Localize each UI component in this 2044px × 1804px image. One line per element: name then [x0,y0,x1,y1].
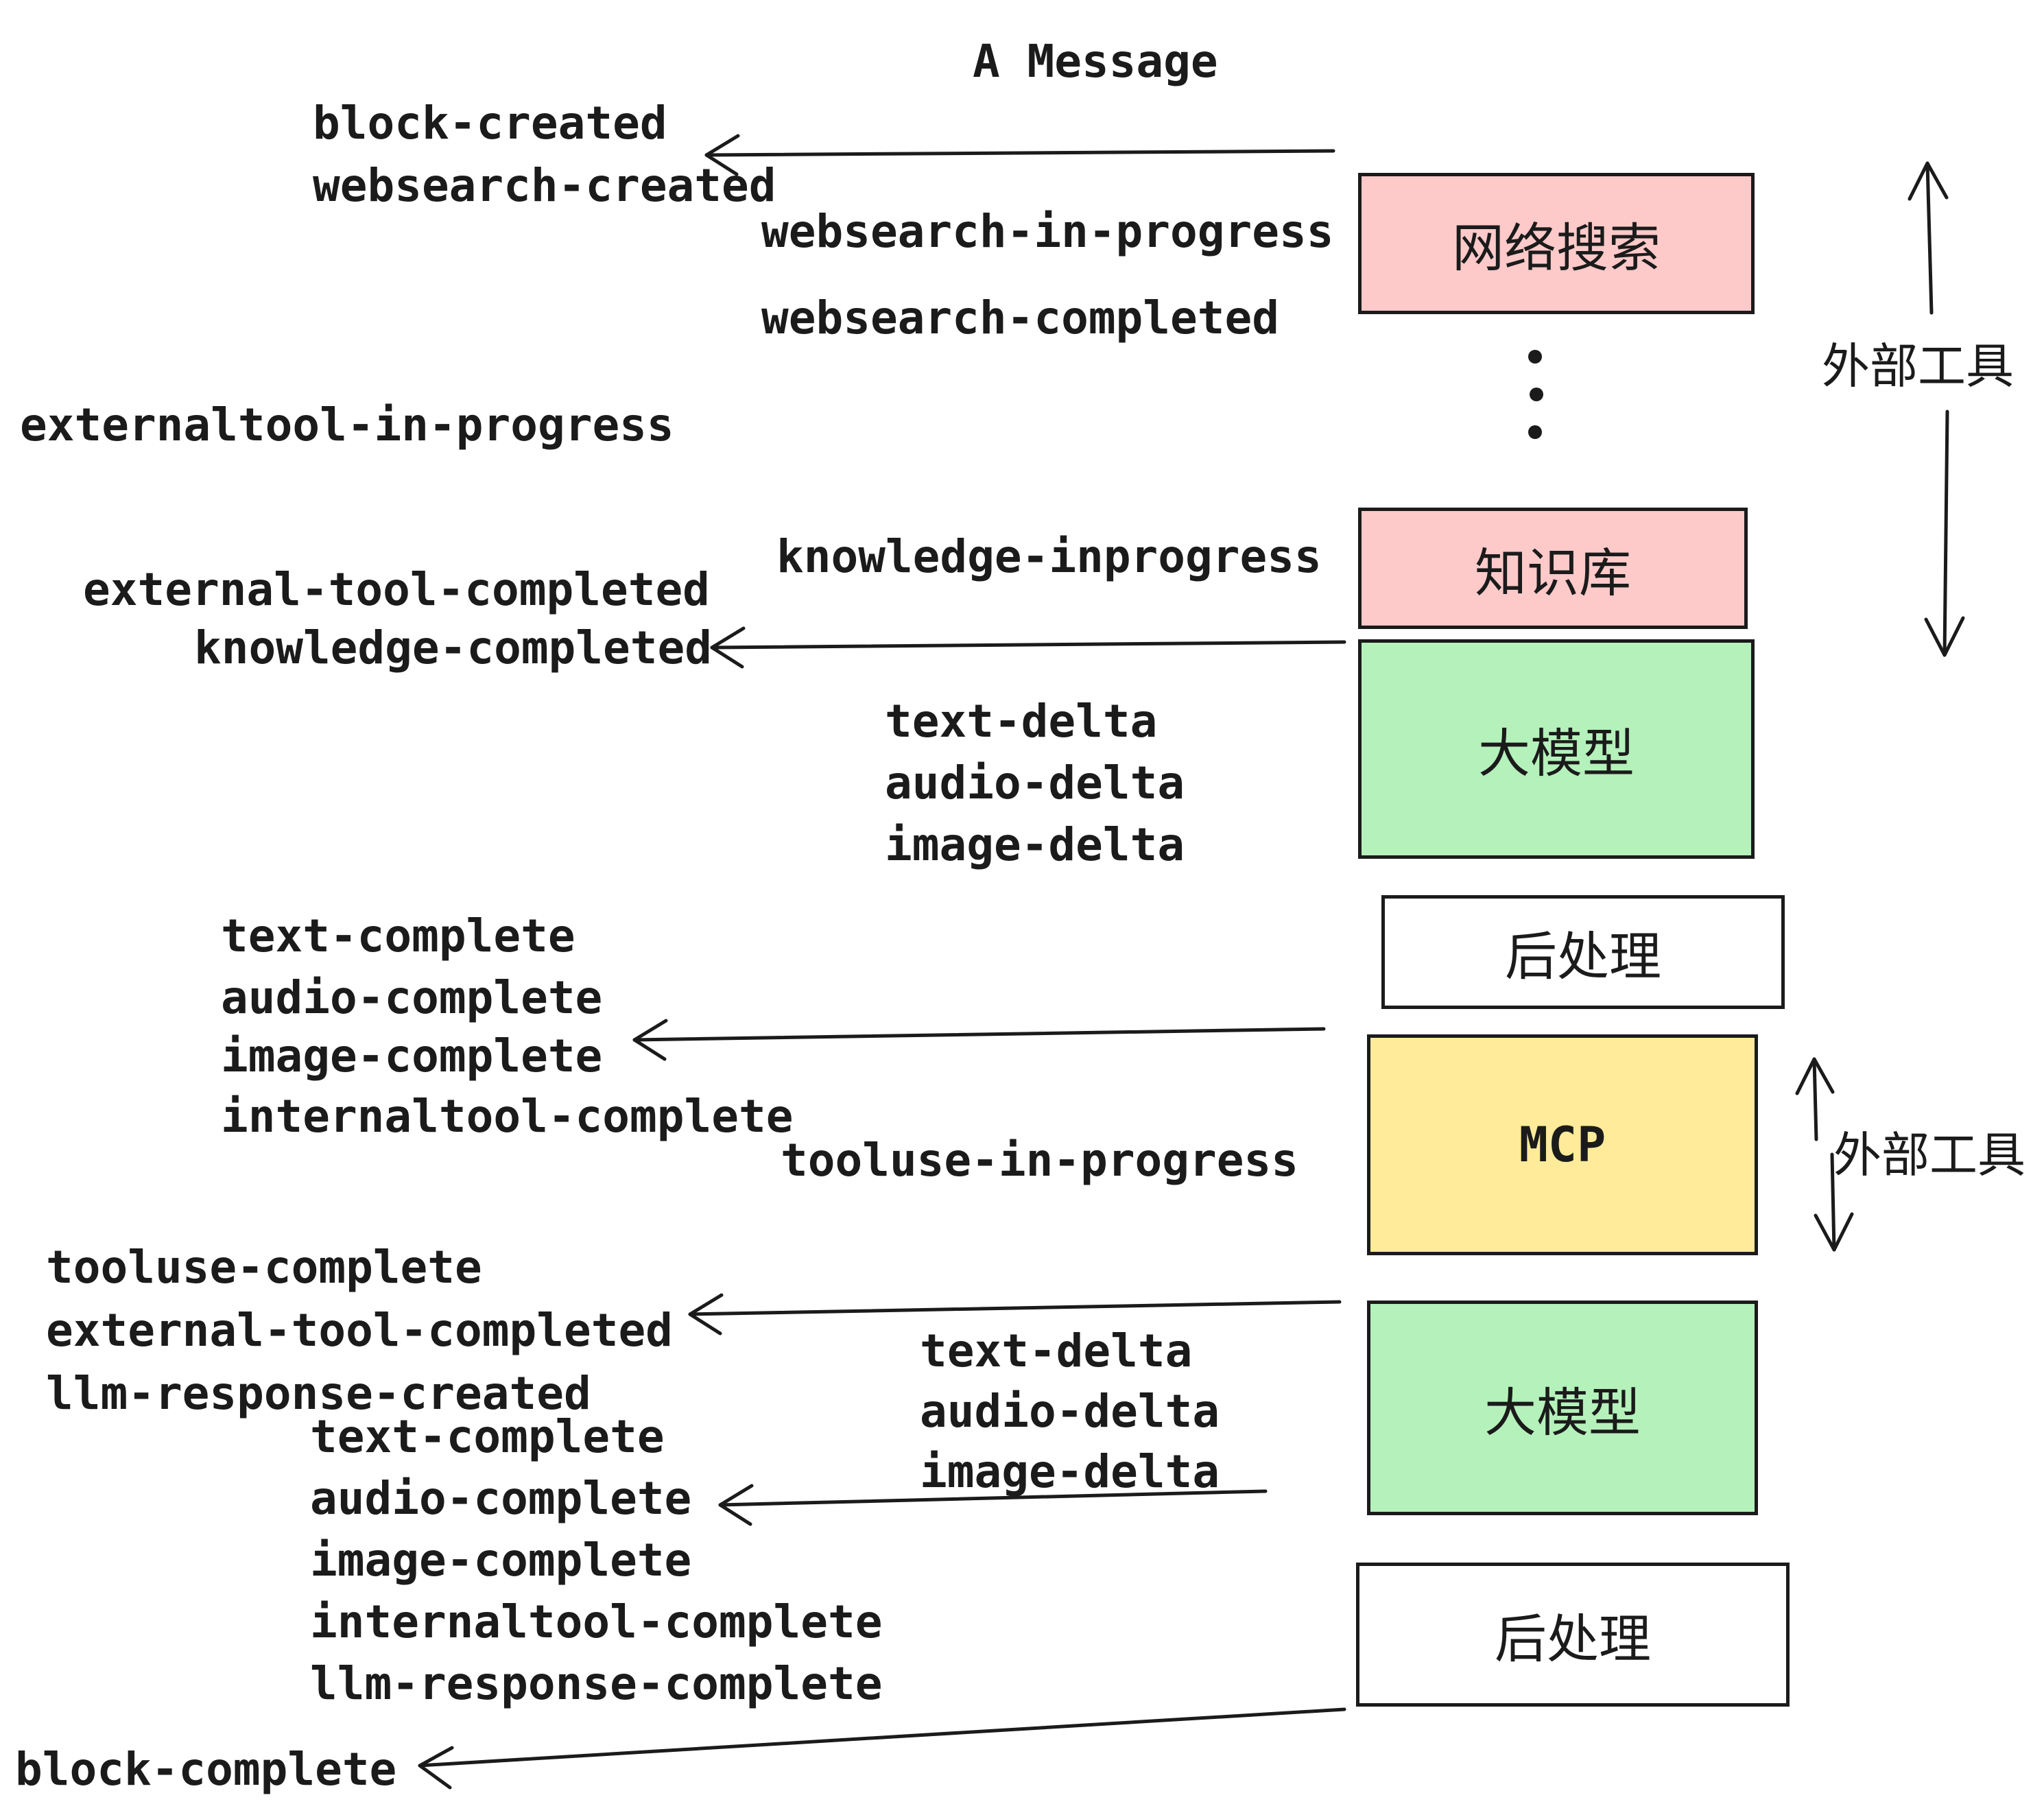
box-knowledge-base-label: 知识库 [1475,542,1631,604]
arrow-down-mcp-external-tools-icon [1814,1152,1854,1252]
event-label-internaltool-complete-1: internaltool-complete [221,1090,794,1143]
event-label-externaltool-in-progress: externaltool-in-progress [20,399,674,451]
box-postprocess-2: 后处理 [1356,1563,1790,1707]
event-label-text-complete-2: text-complete [310,1410,665,1463]
event-label-knowledge-inprogress: knowledge-inprogress [776,530,1322,583]
event-label-text-complete-1: text-complete [221,910,575,962]
arrow-up-mcp-external-tools-icon [1795,1057,1835,1141]
arrow-left-to-audio-complete-icon [718,1484,1268,1526]
event-label-block-complete: block-complete [15,1743,397,1796]
event-label-llm-response-created: llm-response-created [46,1367,591,1420]
arrow-left-to-block-created-icon [704,134,1335,176]
diagram-title: A Message [973,35,1218,88]
event-label-audio-delta-1: audio-delta [885,757,1185,809]
arrow-left-to-knowledge-completed-icon [710,626,1346,669]
box-llm-1: 大模型 [1358,639,1755,859]
side-label-external-tools-1: 外部工具 [1822,338,2014,394]
event-label-external-tool-completed: external-tool-completed [83,563,710,616]
box-websearch-label: 网络搜索 [1452,217,1661,278]
event-label-block-created: block-created [313,97,667,150]
event-label-image-complete-1: image-complete [221,1030,603,1082]
event-label-text-delta-1: text-delta [885,695,1158,748]
vertical-ellipsis-icon [1528,350,1543,439]
box-postprocess-1: 后处理 [1381,895,1785,1009]
arrow-diagonal-to-block-complete-icon [418,1707,1346,1790]
box-llm-1-label: 大模型 [1478,723,1635,784]
event-label-external-tool-completed-2: external-tool-completed [46,1304,673,1357]
event-label-image-complete-2: image-complete [310,1534,692,1587]
event-label-audio-delta-2: audio-delta [920,1385,1220,1438]
box-llm-2-label: 大模型 [1484,1381,1641,1443]
event-label-tooluse-complete: tooluse-complete [46,1241,482,1294]
box-knowledge-base: 知识库 [1358,508,1748,629]
arrow-down-external-tools-icon [1924,410,1965,657]
box-mcp: MCP [1367,1034,1758,1255]
event-label-text-delta-2: text-delta [920,1325,1193,1377]
event-label-audio-complete-2: audio-complete [310,1472,692,1525]
arrow-up-external-tools-icon [1908,161,1949,315]
box-postprocess-1-label: 后处理 [1505,926,1661,987]
box-websearch: 网络搜索 [1358,173,1755,314]
event-label-llm-response-complete: llm-response-complete [310,1657,883,1710]
box-llm-2: 大模型 [1367,1301,1758,1515]
event-label-tooluse-in-progress: tooluse-in-progress [781,1134,1298,1187]
event-label-image-delta-2: image-delta [920,1445,1220,1498]
event-label-audio-complete-1: audio-complete [221,971,603,1024]
box-postprocess-2-label: 后处理 [1495,1609,1651,1670]
event-label-image-delta-1: image-delta [885,818,1185,871]
event-label-internaltool-complete-2: internaltool-complete [310,1595,883,1648]
event-label-websearch-in-progress: websearch-in-progress [761,205,1334,258]
arrow-left-to-image-complete-icon [632,1019,1326,1061]
side-label-external-tools-2: 外部工具 [1833,1127,2025,1183]
box-mcp-label: MCP [1519,1117,1606,1173]
arrow-left-to-external-tool-completed-icon [688,1293,1342,1336]
event-label-websearch-completed: websearch-completed [761,292,1279,344]
event-label-knowledge-completed: knowledge-completed [194,621,712,674]
event-label-websearch-created: websearch-created [313,159,776,212]
